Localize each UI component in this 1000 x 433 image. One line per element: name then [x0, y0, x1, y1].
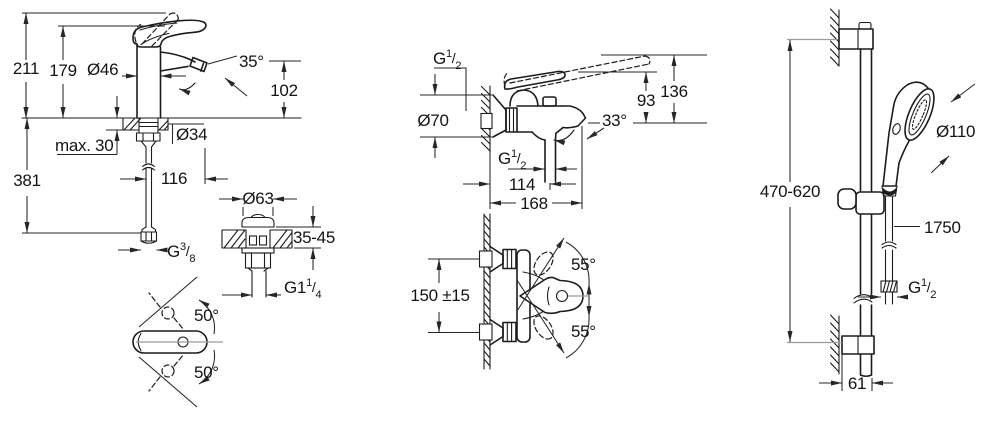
basin-swivel-up-label: 50°: [194, 306, 219, 325]
shower-hose-thread-label: G1/2: [908, 277, 936, 301]
basin-deck-max-label: max. 30: [55, 136, 113, 155]
shower-wall-offset-label: 61: [848, 374, 866, 393]
basin-dimensions: [22, 12, 321, 298]
bath-raised-handle-dashed: [503, 55, 651, 92]
bath-mixer-view: G1/2 Ø70 93 136 33° G1/2 114 168 150 ±15…: [410, 48, 707, 370]
basin-dia-body-label: Ø46: [87, 60, 118, 79]
basin-spout-height-label: 102: [270, 81, 297, 100]
shower-wall-bottom: [829, 314, 875, 375]
basin-faucet-outline: [132, 19, 208, 119]
basin-reach-label: 116: [161, 169, 187, 188]
basin-swivel-down-label: 50°: [194, 363, 219, 382]
shower-rail-range-label: 470-620: [760, 182, 820, 201]
basin-deck-range-label: 35-45: [293, 228, 335, 247]
bath-front-view: [428, 213, 592, 370]
basin-aerator-angle-label: 35°: [239, 52, 264, 71]
bath-centers-label: 150 ±15: [410, 286, 469, 305]
bath-swivel-down-label: 55°: [571, 322, 596, 341]
bath-swivel-up-label: 55°: [571, 255, 596, 274]
basin-depth-below-label: 381: [13, 171, 40, 190]
bath-inlet-thread-label: G1/2: [433, 48, 461, 72]
bath-reach-outlet-label: 114: [509, 175, 535, 194]
basin-mixer-view: 211 179 Ø46 35° 102 max. 30 Ø34 381 116 …: [13, 12, 335, 408]
shower-dimensions: [787, 40, 976, 391]
basin-height-total-label: 211: [13, 59, 39, 78]
bath-reach-total-label: 168: [520, 194, 547, 213]
bath-height-total-label: 136: [660, 82, 687, 101]
basin-inlet-thread-label: G3/8: [167, 241, 195, 265]
basin-waste-thread-label: G11/4: [284, 277, 322, 301]
hand-shower: [837, 81, 935, 305]
bath-dia-escutcheon-label: Ø70: [417, 111, 448, 130]
basin-height-body-label: 179: [49, 61, 76, 80]
bath-outlet-thread-label: G1/2: [498, 148, 526, 172]
bath-side-view: [480, 55, 651, 183]
shower-wall-top: [829, 8, 840, 67]
bath-side-dimensions: [420, 54, 707, 209]
basin-shank-hose: [135, 117, 161, 244]
basin-dia-hole-label: Ø34: [176, 125, 207, 144]
basin-counter: [21, 117, 302, 131]
shower-hose-length-label: 1750: [924, 218, 961, 237]
shower-rail-view: 470-620 Ø110 1750 G1/2 61: [760, 8, 976, 393]
shower-rail: [838, 21, 874, 378]
basin-waste-fitting: [221, 213, 293, 298]
bath-height-spout-label: 93: [637, 91, 655, 110]
shower-dia-head-label: Ø110: [936, 122, 975, 141]
basin-handle-top-view: [132, 276, 223, 408]
bath-spout-angle-label: 33°: [602, 111, 627, 130]
basin-waste-dia-label: Ø63: [242, 189, 273, 208]
